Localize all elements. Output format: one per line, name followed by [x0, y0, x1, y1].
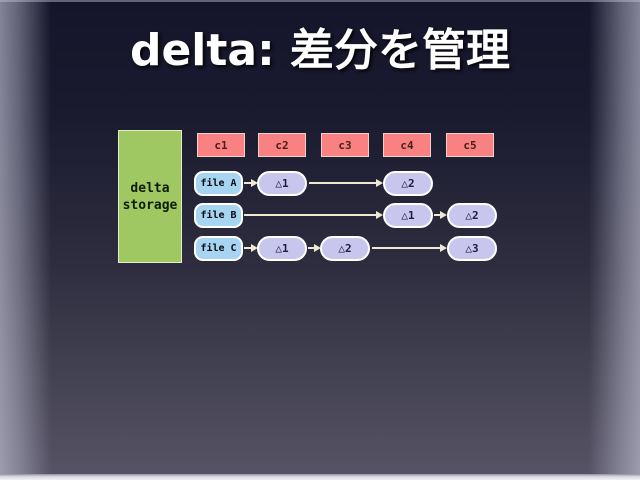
delta-node-a1: △1 — [257, 171, 307, 196]
commit-label: c5 — [463, 138, 477, 152]
file-box-c: file C — [194, 236, 243, 261]
delta-node-b1: △1 — [383, 203, 433, 228]
commit-box-c4: c4 — [383, 133, 431, 157]
delta-label: △1 — [275, 177, 289, 190]
delta-node-a2: △2 — [383, 171, 433, 196]
commit-box-c3: c3 — [321, 133, 369, 157]
delta-node-c3: △3 — [447, 236, 497, 261]
delta-node-c1: △1 — [257, 236, 307, 261]
file-label: file B — [200, 210, 237, 221]
commit-label: c4 — [400, 138, 414, 152]
bottom-page-edge — [0, 474, 640, 480]
delta-label: △2 — [338, 242, 352, 255]
delta-label: △2 — [401, 177, 415, 190]
delta-label: △2 — [465, 209, 479, 222]
file-box-b: file B — [194, 203, 243, 228]
delta-node-b2: △2 — [447, 203, 497, 228]
top-edge-highlight — [0, 0, 640, 2]
arrow — [308, 244, 321, 252]
file-box-a: file A — [194, 171, 243, 196]
arrow — [372, 244, 447, 252]
arrow — [434, 211, 447, 219]
commit-label: c2 — [275, 138, 289, 152]
delta-node-c2: △2 — [320, 236, 370, 261]
delta-storage-box: delta storage — [118, 130, 182, 263]
commit-label: c3 — [338, 138, 352, 152]
file-label: file C — [200, 243, 237, 254]
delta-label: △1 — [401, 209, 415, 222]
commit-box-c1: c1 — [197, 133, 245, 157]
commit-box-c5: c5 — [446, 133, 494, 157]
file-label: file A — [200, 178, 237, 189]
commit-label: c1 — [214, 138, 228, 152]
storage-label-line1: delta — [130, 180, 170, 196]
arrow — [244, 211, 383, 219]
commit-box-c2: c2 — [258, 133, 306, 157]
delta-label: △3 — [465, 242, 479, 255]
arrow — [309, 179, 383, 187]
arrow — [244, 244, 258, 252]
arrow — [244, 179, 258, 187]
slide-title: delta: 差分を管理 — [129, 25, 511, 76]
storage-label-line2: storage — [122, 197, 178, 213]
delta-label: △1 — [275, 242, 289, 255]
